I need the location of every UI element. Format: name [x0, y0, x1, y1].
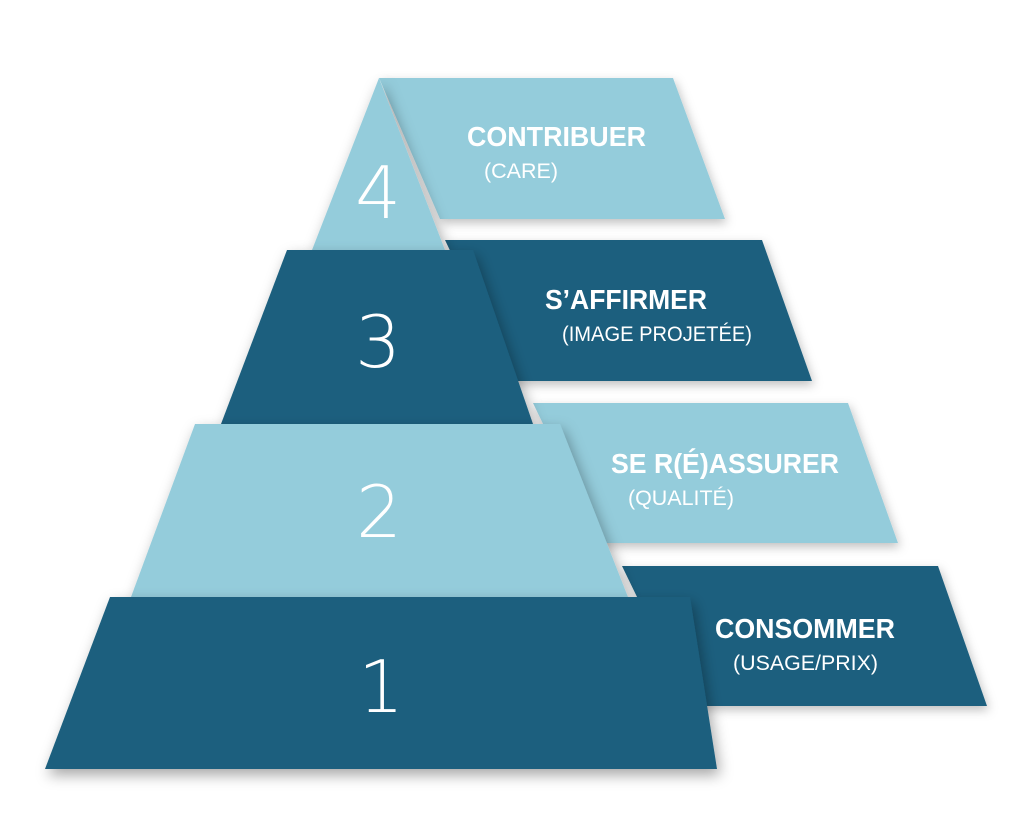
level-3-number: 3: [355, 300, 401, 384]
level-3-subtitle: (IMAGE PROJETÉE): [562, 323, 752, 346]
level-4-title: CONTRIBUER: [467, 121, 646, 152]
level-1-subtitle: (USAGE/PRIX): [733, 652, 878, 675]
level-2-band-shape: [533, 403, 898, 543]
pyramid-level-4-shape: [312, 78, 445, 250]
pyramid-level-3-shape: [221, 250, 533, 424]
pyramid-level-4: 4: [312, 78, 445, 250]
level-4-number: 4: [355, 151, 401, 235]
level-1-number: 1: [358, 645, 404, 729]
pyramid-level-2-shape: [131, 424, 628, 597]
level-3-band-shape: [445, 240, 812, 381]
level-3-title: S’AFFIRMER: [545, 284, 707, 315]
level-2-number: 2: [356, 470, 402, 554]
level-4-subtitle: (CARE): [484, 160, 558, 183]
level-1-band-shape: [622, 566, 987, 706]
level-4-band-shape: [379, 78, 725, 219]
level-3-band: S’AFFIRMER (IMAGE PROJETÉE): [445, 240, 812, 381]
pyramid-level-3: 3: [221, 250, 533, 424]
level-1-band: CONSOMMER (USAGE/PRIX): [622, 566, 987, 706]
pyramid-level-1-shape: [45, 597, 717, 769]
pyramid-level-1: 1: [45, 597, 717, 769]
level-4-band: CONTRIBUER (CARE): [379, 78, 725, 219]
level-2-title: SE R(É)ASSURER: [611, 448, 839, 479]
level-2-subtitle: (QUALITÉ): [628, 487, 734, 510]
level-2-band: SE R(É)ASSURER (QUALITÉ): [533, 403, 898, 543]
level-1-title: CONSOMMER: [715, 613, 895, 644]
pyramid-level-2: 2: [131, 424, 628, 597]
